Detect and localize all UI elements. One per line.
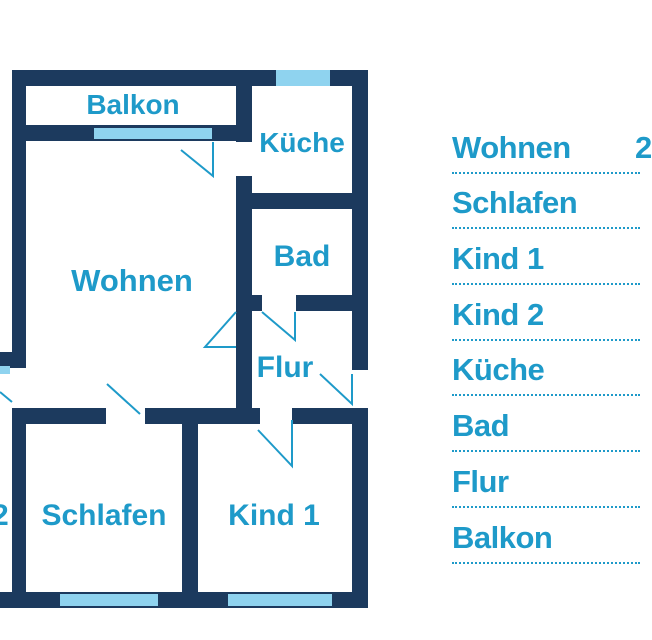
room-labels: Balkon Küche Wohnen Bad Flur Schlafen Ki… xyxy=(0,89,345,532)
legend-row: Flur xyxy=(452,452,640,508)
legend-name: Kind 2 xyxy=(452,296,544,332)
legend-row: Kind 1 xyxy=(452,229,640,286)
room-label-kueche: Küche xyxy=(259,127,345,158)
windows xyxy=(0,70,332,606)
room-label-kind2-fragment: 2 xyxy=(0,499,9,532)
legend-row: Schlafen xyxy=(452,174,640,230)
legend-row: Bad xyxy=(452,396,640,453)
legend-name: Bad xyxy=(452,408,510,444)
room-label-schlafen: Schlafen xyxy=(41,499,166,532)
room-label-balkon: Balkon xyxy=(86,89,179,120)
room-label-wohnen: Wohnen xyxy=(71,263,193,298)
legend-row: Wohnen 2 xyxy=(452,118,652,174)
legend-row: Kind 2 xyxy=(452,285,640,341)
door-swings xyxy=(0,142,353,469)
legend-name: Balkon xyxy=(452,519,553,555)
legend-name: Küche xyxy=(452,352,545,388)
legend-row: Balkon xyxy=(452,508,640,564)
room-label-bad: Bad xyxy=(274,240,331,273)
room-label-flur: Flur xyxy=(257,351,314,384)
legend-name: Kind 1 xyxy=(452,241,544,277)
legend-name: Schlafen xyxy=(452,185,578,221)
legend-name: Flur xyxy=(452,463,509,499)
legend-trail: 2 xyxy=(635,129,652,165)
legend-name: Wohnen xyxy=(452,129,571,165)
room-legend: Wohnen 2 Schlafen Kind 1 Kind 2 Küche Ba… xyxy=(452,118,652,564)
room-label-kind1: Kind 1 xyxy=(228,499,320,532)
legend-row: Küche xyxy=(452,341,640,397)
